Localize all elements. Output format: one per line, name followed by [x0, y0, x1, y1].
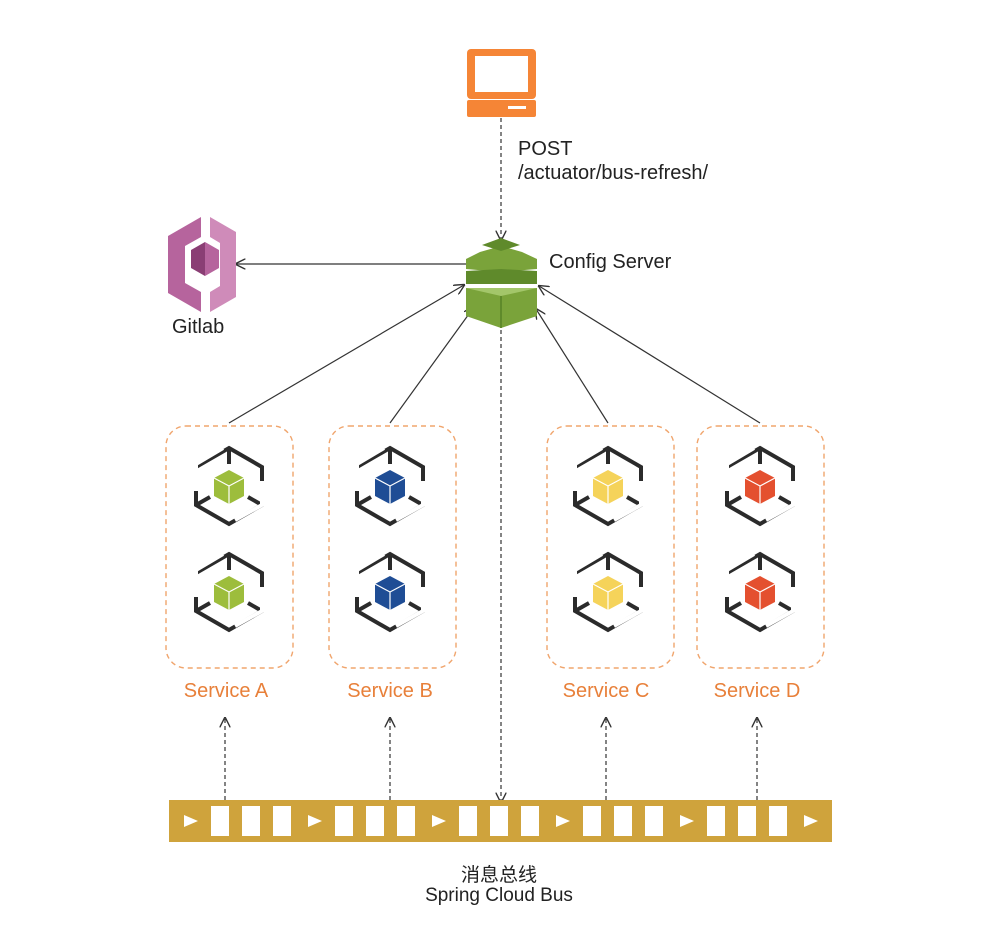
- bus-arrow: [556, 815, 570, 827]
- service-group-d: [696, 425, 825, 669]
- service-c-to-config-link: [536, 309, 609, 424]
- bus-arrow: [804, 815, 818, 827]
- config-server-icon: [466, 238, 537, 328]
- bus-cell: [583, 806, 601, 836]
- gitlab-icon: [168, 217, 236, 312]
- bus-arrow: [680, 815, 694, 827]
- service-d-to-config-link: [539, 286, 761, 424]
- service-a-to-config-link: [228, 285, 464, 424]
- bus-cell: [366, 806, 384, 836]
- bus-cell: [335, 806, 353, 836]
- service-d-label: Service D: [713, 680, 801, 702]
- bus-title-cn: 消息总线: [460, 865, 537, 886]
- message-bus: [169, 800, 832, 842]
- request-method: POST: [518, 138, 573, 160]
- request-path: /actuator/bus-refresh/: [518, 162, 709, 184]
- bus-cell: [769, 806, 787, 836]
- service-c-instance-1-icon: [573, 446, 643, 526]
- service-b-instance-1-icon: [355, 446, 425, 526]
- bus-cell: [738, 806, 756, 836]
- bus-cell: [273, 806, 291, 836]
- bus-cell: [397, 806, 415, 836]
- service-group-a: [165, 425, 294, 669]
- bus-cell: [521, 806, 539, 836]
- bus-cell: [707, 806, 725, 836]
- gitlab-label: Gitlab: [172, 316, 225, 338]
- bus-cell: [211, 806, 229, 836]
- request-label: POST /actuator/bus-refresh/: [518, 137, 708, 185]
- bus-arrow: [308, 815, 322, 827]
- bus-cell: [645, 806, 663, 836]
- bus-cell: [242, 806, 260, 836]
- computer-icon: [467, 49, 536, 117]
- service-b-label: Service B: [347, 680, 433, 702]
- bus-arrow: [432, 815, 446, 827]
- service-c-label: Service C: [562, 680, 650, 702]
- config-server-label: Config Server: [549, 251, 672, 273]
- service-d-instance-2-icon: [725, 552, 795, 632]
- service-group-c: [546, 425, 675, 669]
- bus-arrow: [184, 815, 198, 827]
- service-d-instance-1-icon: [725, 446, 795, 526]
- service-a-instance-1-icon: [194, 446, 264, 526]
- bus-cell: [614, 806, 632, 836]
- service-group-b: [328, 425, 457, 669]
- bus-cell: [459, 806, 477, 836]
- service-b-to-config-link: [389, 307, 474, 424]
- service-c-instance-2-icon: [573, 552, 643, 632]
- service-b-instance-2-icon: [355, 552, 425, 632]
- service-a-label: Service A: [183, 680, 269, 702]
- bus-title-en: Spring Cloud Bus: [425, 885, 573, 906]
- service-a-instance-2-icon: [194, 552, 264, 632]
- bus-cell: [490, 806, 508, 836]
- bus-cells: [184, 806, 818, 836]
